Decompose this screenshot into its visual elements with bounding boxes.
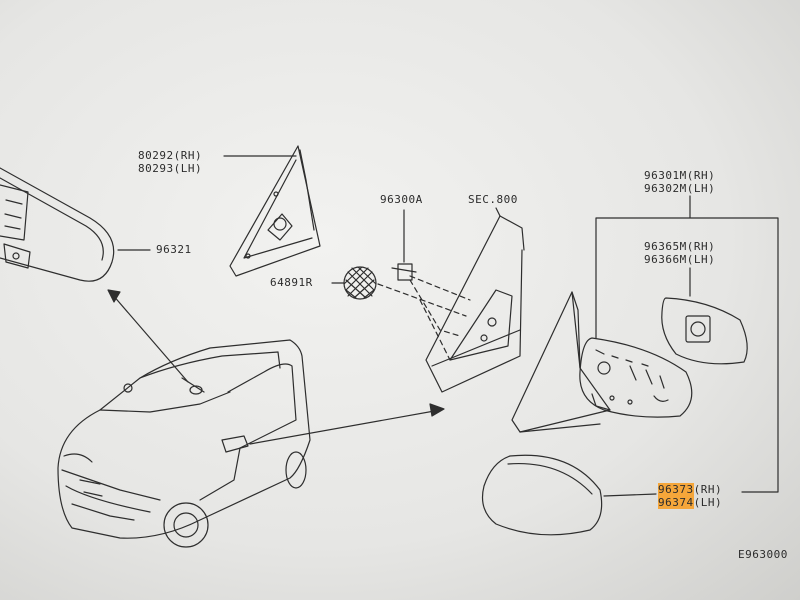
corner-finisher-drawing (229, 145, 321, 277)
actuator-drawing (579, 337, 693, 418)
mirror-housing-drawing (511, 291, 611, 433)
mirror-glass-drawing (661, 297, 748, 365)
label-80293-lh: 80293(LH) (138, 162, 203, 175)
car-drawing (57, 339, 311, 548)
diagram-code: E963000 (738, 548, 788, 561)
group-bracket (595, 195, 779, 493)
label-sec800: SEC.800 (468, 193, 518, 206)
leader-96373 (603, 493, 657, 497)
label-96321: 96321 (156, 243, 192, 256)
label-96374-number: 96374 (658, 496, 694, 509)
label-96366m-lh: 96366M(LH) (644, 253, 716, 266)
label-96374-lh: 96374(LH) (658, 496, 723, 509)
label-80292-rh: 80292(RH) (138, 149, 203, 162)
label-96373-rh: 96373(RH) (658, 483, 723, 496)
label-96365m-rh: 96365M(RH) (644, 240, 716, 253)
label-96373-side: (RH) (693, 483, 723, 496)
mounting-dash-lines (377, 275, 471, 361)
inner-mirror-drawing (0, 167, 115, 282)
label-96302m-lh: 96302M(LH) (644, 182, 716, 195)
mirror-cover-drawing (481, 454, 603, 536)
label-96300a: 96300A (380, 193, 423, 206)
grommet-drawing (343, 266, 377, 300)
door-panel-drawing (425, 215, 525, 393)
label-96374-side: (LH) (693, 496, 723, 509)
label-96373-number: 96373 (658, 483, 694, 496)
label-96301m-rh: 96301M(RH) (644, 169, 716, 182)
bolt-drawing (391, 209, 417, 281)
leader-sec800 (495, 207, 501, 217)
label-64891r: 64891R (270, 276, 313, 289)
pointer-arrows (107, 289, 445, 445)
